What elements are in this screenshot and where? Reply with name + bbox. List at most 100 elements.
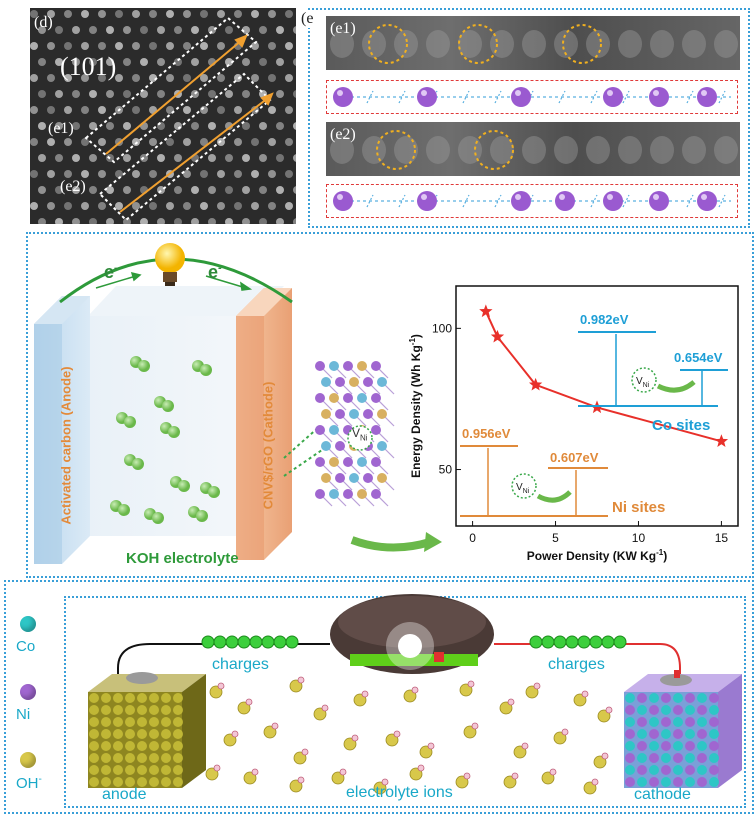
oh-ion bbox=[313, 707, 327, 721]
ion-row-2 bbox=[326, 184, 738, 218]
left-wire bbox=[117, 643, 330, 698]
oh-ion bbox=[409, 767, 423, 781]
x-axis-label: Power Density (KW Kg-1) bbox=[527, 548, 667, 563]
row-box-e1 bbox=[84, 16, 258, 164]
right-wire bbox=[494, 643, 681, 682]
electrolyte-ions-text: electrolyte ions bbox=[346, 784, 453, 801]
strip-e1 bbox=[326, 16, 740, 70]
oh-ion bbox=[419, 745, 433, 759]
ion-row-1 bbox=[326, 80, 738, 114]
legend-swatch-co bbox=[20, 616, 36, 632]
cathode-text: cathode bbox=[634, 786, 691, 803]
vacancy-marker bbox=[368, 24, 408, 64]
ni-atom bbox=[649, 191, 669, 211]
oh-ion bbox=[373, 781, 387, 795]
charge-bead bbox=[529, 635, 543, 649]
ni-atom bbox=[511, 191, 531, 211]
anode-cube-side bbox=[182, 674, 206, 788]
vacancy-marker bbox=[474, 130, 514, 170]
oh-ion bbox=[385, 733, 399, 747]
ni-sites-label: Ni sites bbox=[612, 499, 665, 516]
legend-label-co: Co bbox=[16, 638, 36, 655]
x-tick-label: 5 bbox=[552, 531, 559, 545]
ni-gap2-label: 0.607eV bbox=[550, 450, 599, 465]
cathode-label: CNV$/rGO (Cathode) bbox=[260, 381, 276, 510]
oh-ion bbox=[459, 683, 473, 697]
oh-ion bbox=[343, 737, 357, 751]
ni-atom bbox=[333, 191, 353, 211]
ni-atom bbox=[417, 87, 437, 107]
middle-panel-frame bbox=[26, 232, 754, 578]
oh-ion bbox=[237, 701, 251, 715]
electrolyte-body bbox=[88, 316, 256, 536]
oh-ion bbox=[205, 767, 219, 781]
electrolyte-label: KOH electrolyte bbox=[126, 550, 239, 567]
charge-bead bbox=[541, 635, 555, 649]
oh-ion bbox=[541, 771, 555, 785]
oh-ion bbox=[455, 775, 469, 789]
row-arrow-e1 bbox=[105, 39, 243, 155]
electron-flow-arrows bbox=[95, 271, 253, 291]
oh-ion bbox=[597, 709, 611, 723]
charge-bead bbox=[237, 635, 251, 649]
oh-ion bbox=[503, 775, 517, 789]
panel-label-d: (d) bbox=[34, 14, 53, 31]
x-tick-label: 0 bbox=[469, 531, 476, 545]
charge-bead bbox=[553, 635, 567, 649]
vacancy-marker bbox=[376, 130, 416, 170]
anode-terminal bbox=[126, 672, 158, 684]
data-point bbox=[528, 377, 543, 391]
x-tick-label: 15 bbox=[715, 531, 729, 545]
y-axis-label: Energy Density (Wh Kg-1) bbox=[408, 334, 423, 478]
anode-label: Activated carbon (Anode) bbox=[58, 366, 74, 525]
ni-gap1-label: 0.956eV bbox=[462, 426, 511, 441]
legend-label-oh: OH- bbox=[16, 774, 42, 792]
plot-frame bbox=[455, 285, 739, 527]
electron-label-left: e- bbox=[104, 262, 118, 282]
charge-bead bbox=[565, 635, 579, 649]
ni-atom bbox=[697, 87, 717, 107]
strip-label-e2: (e2) bbox=[330, 126, 356, 143]
ni-atom bbox=[511, 87, 531, 107]
row-label-e1: (e1) bbox=[48, 120, 74, 137]
charges-label-right: charges bbox=[548, 656, 605, 673]
strip-e2 bbox=[326, 122, 740, 176]
charge-bead bbox=[577, 635, 591, 649]
light-bulb-icon bbox=[155, 243, 185, 286]
oh-ion bbox=[289, 679, 303, 693]
legend-swatch-oh bbox=[20, 752, 36, 768]
ni-vacancy-ring bbox=[511, 473, 537, 499]
row-arrow-e2 bbox=[119, 97, 269, 213]
strip-label-e1: (e1) bbox=[330, 20, 356, 37]
electrolyte-molecules bbox=[110, 356, 220, 524]
oh-ion bbox=[263, 725, 277, 739]
legend-label-ni: Ni bbox=[16, 706, 31, 723]
oh-ion bbox=[583, 781, 597, 795]
charge-bead bbox=[225, 635, 239, 649]
y-tick-label: 100 bbox=[432, 321, 452, 335]
charge-bead bbox=[589, 635, 603, 649]
circuit-board bbox=[350, 654, 478, 666]
ni-atom bbox=[555, 191, 575, 211]
vacancy-marker bbox=[562, 24, 602, 64]
oh-ion bbox=[243, 771, 257, 785]
charge-bead bbox=[249, 635, 263, 649]
data-point bbox=[490, 329, 505, 343]
ni-atom bbox=[649, 87, 669, 107]
legend-swatch-ni bbox=[20, 684, 36, 700]
ni-atom bbox=[417, 191, 437, 211]
co-sites-label: Co sites bbox=[652, 417, 710, 434]
panel-e-frame bbox=[308, 8, 750, 228]
charge-bead bbox=[213, 635, 227, 649]
y-tick-label: 50 bbox=[439, 463, 453, 477]
ni-atom bbox=[697, 191, 717, 211]
oh-ion bbox=[353, 693, 367, 707]
oh-ion bbox=[573, 693, 587, 707]
supercapacitor-device bbox=[34, 243, 442, 564]
bottom-panel-outer bbox=[4, 580, 754, 814]
oh-ion bbox=[293, 751, 307, 765]
charge-bead bbox=[261, 635, 275, 649]
oh-ion bbox=[499, 701, 513, 715]
vacancy-ring bbox=[347, 425, 373, 451]
